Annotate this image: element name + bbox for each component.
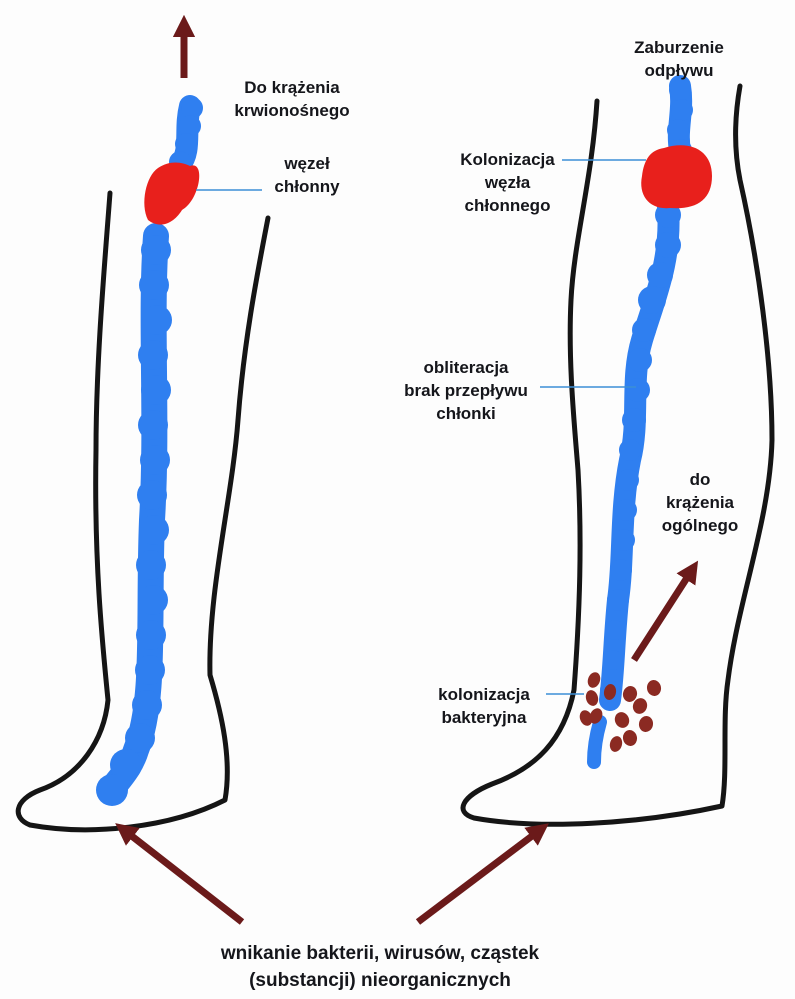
right-lymph-node [641,145,712,208]
label-obliteration: obliteracja brak przepływu chłonki [376,356,556,425]
left-lymph-node [144,163,199,225]
label-lymph-node: węzeł chłonny [262,152,352,198]
label-node-colonization: Kolonizacja węzła chłonnego [440,148,575,217]
caption: wnikanie bakterii, wirusów, cząstek (sub… [100,940,660,994]
label-bacterial-colonization: kolonizacja bakteryjna [424,683,544,729]
arrow-entry-right [418,830,540,922]
label-to-blood-circulation: Do krążenia krwionośnego [222,76,362,122]
arrow-general-circulation [634,570,692,660]
label-outflow-disorder: Zaburzenie odpływu [604,36,754,82]
label-general-circulation: do krążenia ogólnego [640,468,760,537]
arrow-entry-left [124,830,242,922]
